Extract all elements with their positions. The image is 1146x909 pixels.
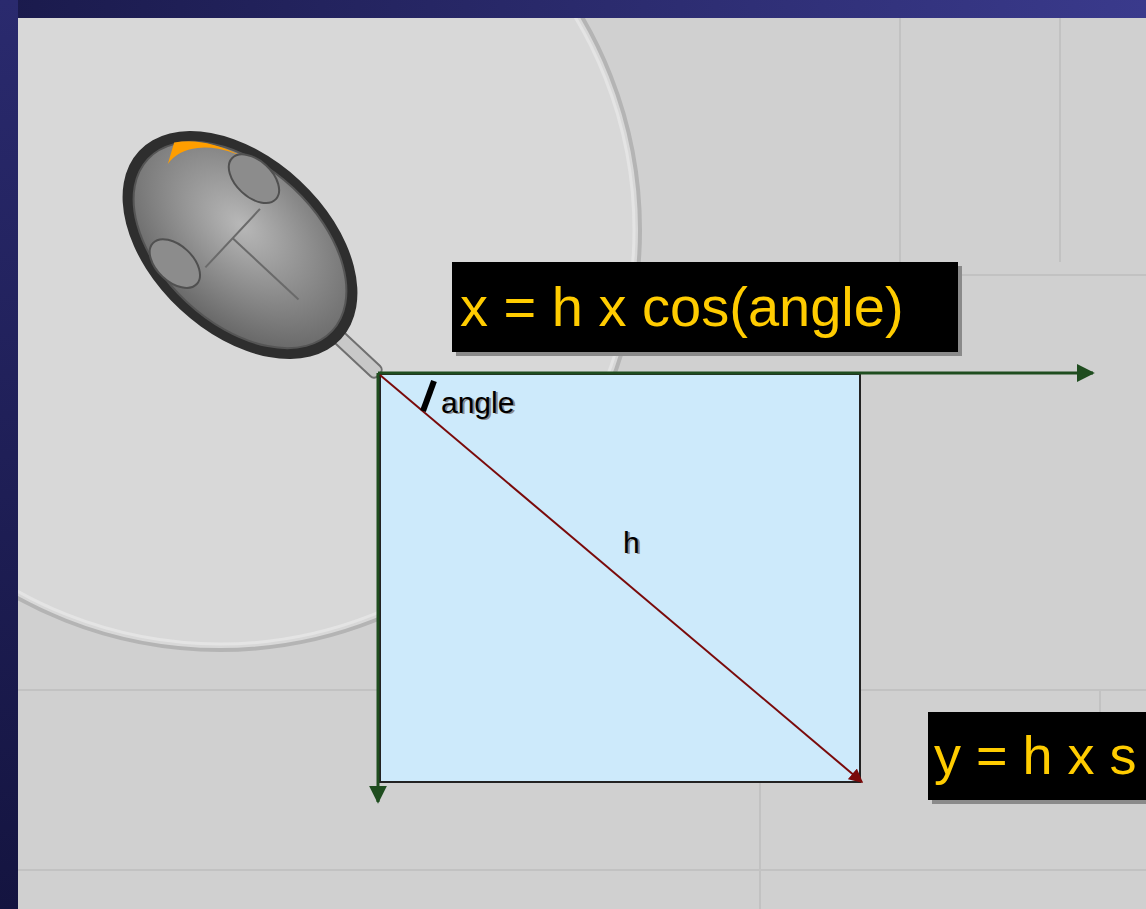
slide-band [0, 0, 18, 909]
slide-band [0, 0, 1146, 18]
formula-text: x = h x cos(angle) [460, 272, 950, 342]
formula-box: x = h x cos(angle) [452, 262, 958, 352]
hypotenuse [380, 375, 862, 782]
angle-label: angle [441, 386, 514, 419]
side-label: h [623, 526, 640, 559]
x-axis [378, 372, 1093, 375]
formula-box: y = h x s [928, 712, 1146, 800]
y-axis [377, 373, 380, 802]
angle-mark [423, 381, 434, 411]
formula-text: y = h x s [934, 722, 1140, 790]
